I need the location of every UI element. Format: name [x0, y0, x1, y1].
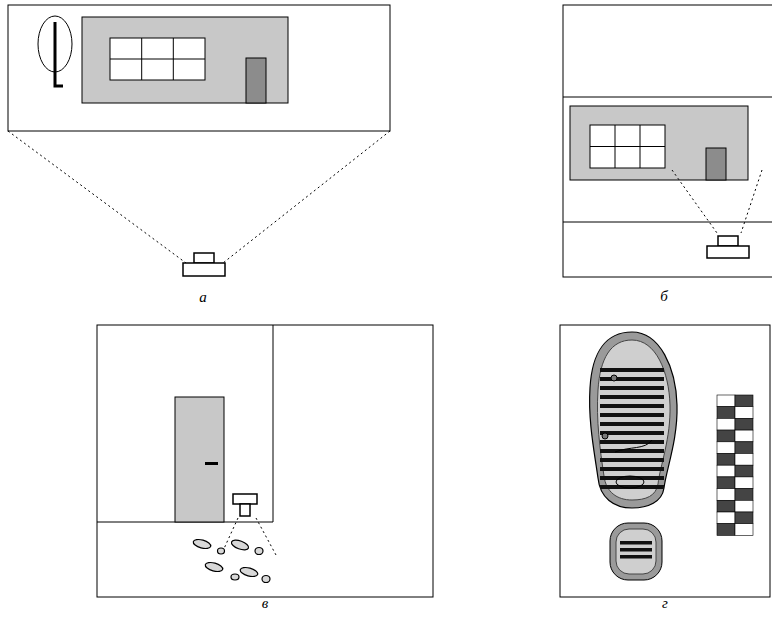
tread-bar	[620, 555, 652, 559]
footprints	[192, 538, 270, 583]
camera	[183, 253, 225, 276]
tread-bar	[600, 449, 664, 453]
sole-mark	[602, 433, 608, 439]
scale-cell	[717, 407, 735, 419]
panel-b	[563, 5, 772, 277]
scale-cell	[735, 500, 753, 512]
door	[706, 148, 726, 180]
panel-letter: г	[662, 596, 668, 611]
scale-cell	[735, 430, 753, 442]
tree-trunk	[55, 22, 63, 86]
scale-cell	[735, 442, 753, 454]
tread-bar	[600, 422, 664, 426]
scale-checkerboard	[717, 395, 753, 535]
shoe-print-outline	[590, 332, 677, 508]
view-line	[672, 170, 717, 233]
panel-d	[560, 325, 770, 597]
scale-cell	[717, 477, 735, 489]
tread-bar	[620, 541, 652, 545]
frame	[8, 5, 390, 131]
scale-cell	[717, 524, 735, 536]
view-line	[8, 131, 186, 263]
panel-letter: б	[660, 289, 668, 304]
scale-cell	[717, 500, 735, 512]
horizon-line	[563, 97, 772, 98]
scale-cell	[735, 407, 753, 419]
tread-bar	[600, 404, 664, 408]
sole-wear	[616, 476, 644, 488]
camera	[707, 236, 749, 258]
frame	[560, 325, 770, 597]
scale-cell	[717, 454, 735, 466]
tread-bar	[600, 386, 664, 390]
camera	[233, 494, 257, 516]
view-line	[223, 131, 390, 263]
wall-corner	[273, 325, 274, 522]
scale-cell	[717, 489, 735, 501]
scale-cell	[735, 465, 753, 477]
scale-cell	[717, 465, 735, 477]
panel-letter: в	[262, 596, 269, 611]
scale-cell	[717, 430, 735, 442]
view-line	[741, 170, 762, 233]
panel-c	[97, 325, 433, 597]
panel-a	[8, 5, 390, 276]
tread-bar	[600, 431, 664, 435]
scale-cell	[717, 395, 735, 407]
tread-bar	[600, 368, 664, 372]
sole-crack	[615, 440, 652, 452]
house	[82, 17, 288, 103]
tread-bar	[600, 458, 664, 462]
panel-letter: а	[199, 290, 207, 305]
view-line	[256, 518, 276, 555]
frame	[97, 325, 433, 597]
tread-bar	[600, 377, 664, 381]
door-handle	[205, 462, 218, 465]
tread-bar	[600, 413, 664, 417]
heel-tread	[620, 541, 652, 559]
scale-cell	[735, 418, 753, 430]
door	[246, 58, 266, 103]
tread-bar	[600, 395, 664, 399]
tread-bar	[600, 440, 664, 444]
scale-cell	[735, 512, 753, 524]
tread-bar	[620, 548, 652, 552]
frame	[563, 5, 772, 277]
scale-cell	[735, 454, 753, 466]
scale-cell	[735, 477, 753, 489]
heel-print-outline	[610, 523, 662, 580]
scale-cell	[717, 512, 735, 524]
scale-cell	[717, 418, 735, 430]
pavement-line	[563, 222, 772, 223]
heel-print	[616, 529, 656, 574]
scale-cell	[735, 489, 753, 501]
scale-cell	[735, 524, 753, 536]
sole-mark	[611, 375, 617, 381]
window	[110, 38, 205, 80]
scale-cell	[717, 442, 735, 454]
window	[590, 125, 665, 168]
tread-bar	[600, 467, 664, 471]
shoe-print-sole	[597, 340, 670, 500]
house	[570, 106, 748, 180]
tread-bar	[600, 476, 664, 480]
door	[175, 397, 224, 522]
sole-tread	[600, 368, 664, 489]
scale-cell	[735, 395, 753, 407]
